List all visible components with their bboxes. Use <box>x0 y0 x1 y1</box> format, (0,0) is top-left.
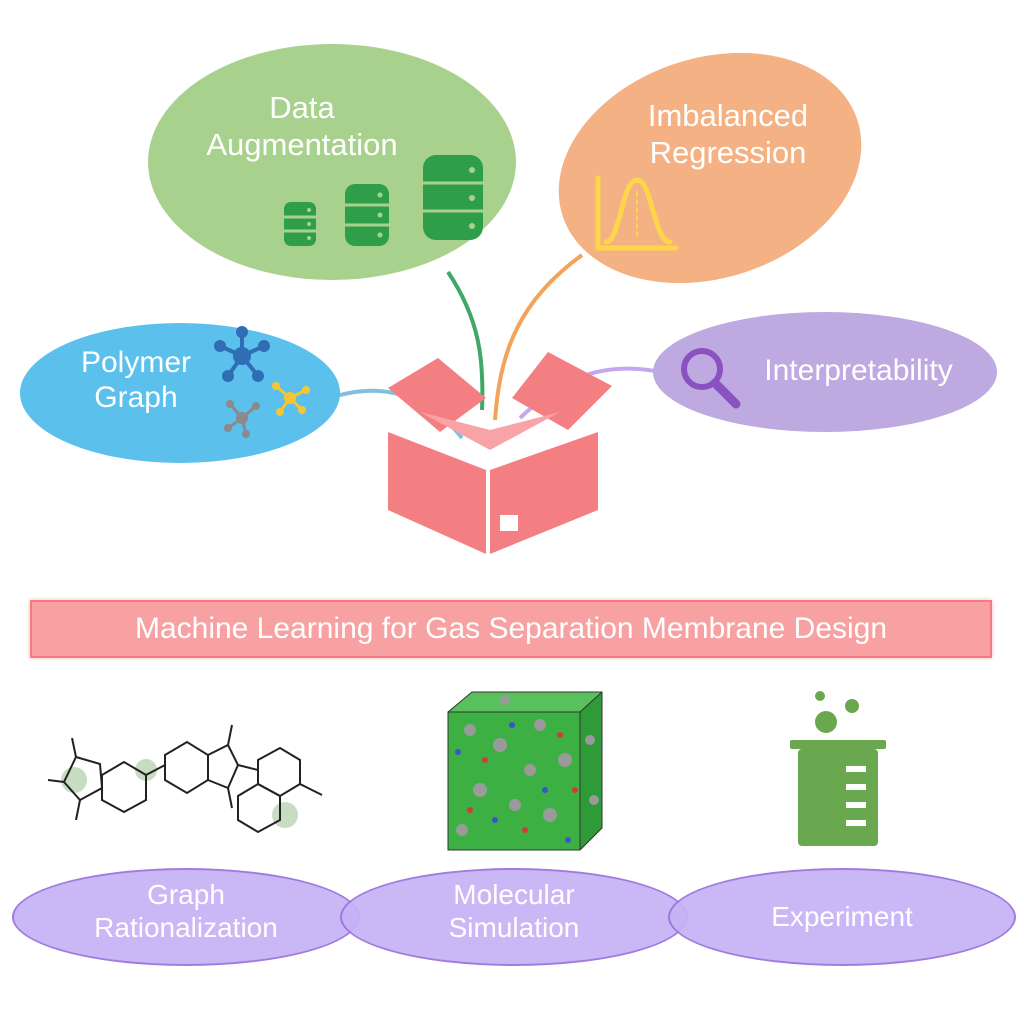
polymer-graph-line1: Polymer <box>80 346 192 379</box>
data-augmentation-line1: Data <box>269 90 335 125</box>
molecule-graph-icon <box>214 326 310 438</box>
graph-rationalization-line2: Rationalization <box>94 912 278 944</box>
experiment-label: Experiment <box>771 901 913 932</box>
connector-imbalanced-regression <box>493 253 584 421</box>
open-box-icon <box>388 352 612 554</box>
polymer-graph-line2: Graph <box>94 381 178 415</box>
molecular-simulation-line2: Simulation <box>448 912 580 944</box>
molecular-simulation-line1: Molecular <box>453 879 575 910</box>
interpretability-label: Interpretability <box>764 354 953 387</box>
title-banner: Machine Learning for Gas Separation Memb… <box>30 600 992 658</box>
banner-title: Machine Learning for Gas Separation Memb… <box>134 612 888 645</box>
molecular-simulation-oval <box>340 868 688 966</box>
polymer-structure-icon <box>47 724 323 834</box>
imbalanced-regression-bubble <box>558 52 862 284</box>
beaker-icon <box>790 691 886 846</box>
simulation-cube-icon <box>447 691 603 851</box>
imbalanced-regression-line2: Regression <box>649 134 807 170</box>
data-augmentation-line2: Augmentation <box>206 126 398 162</box>
graph-rationalization-oval <box>12 868 360 966</box>
connector-data-augmentation <box>446 270 485 411</box>
distribution-curve-icon <box>595 175 679 251</box>
graph-rationalization-label: Graph Rationalization <box>56 878 316 944</box>
polymer-graph-bubble <box>20 323 340 463</box>
database-stack-icon <box>284 155 483 246</box>
molecular-simulation-label: Molecular Simulation <box>384 878 644 944</box>
imbalanced-regression-line1: Imbalanced <box>647 98 809 133</box>
imbalanced-regression-label: Imbalanced Regression <box>628 98 828 171</box>
experiment-oval <box>668 868 1016 966</box>
graph-rationalization-line1: Graph <box>147 879 225 910</box>
data-augmentation-label: Data Augmentation <box>192 90 412 163</box>
magnifier-icon <box>681 348 741 409</box>
polymer-graph-label: Polymer Graph <box>66 345 206 416</box>
